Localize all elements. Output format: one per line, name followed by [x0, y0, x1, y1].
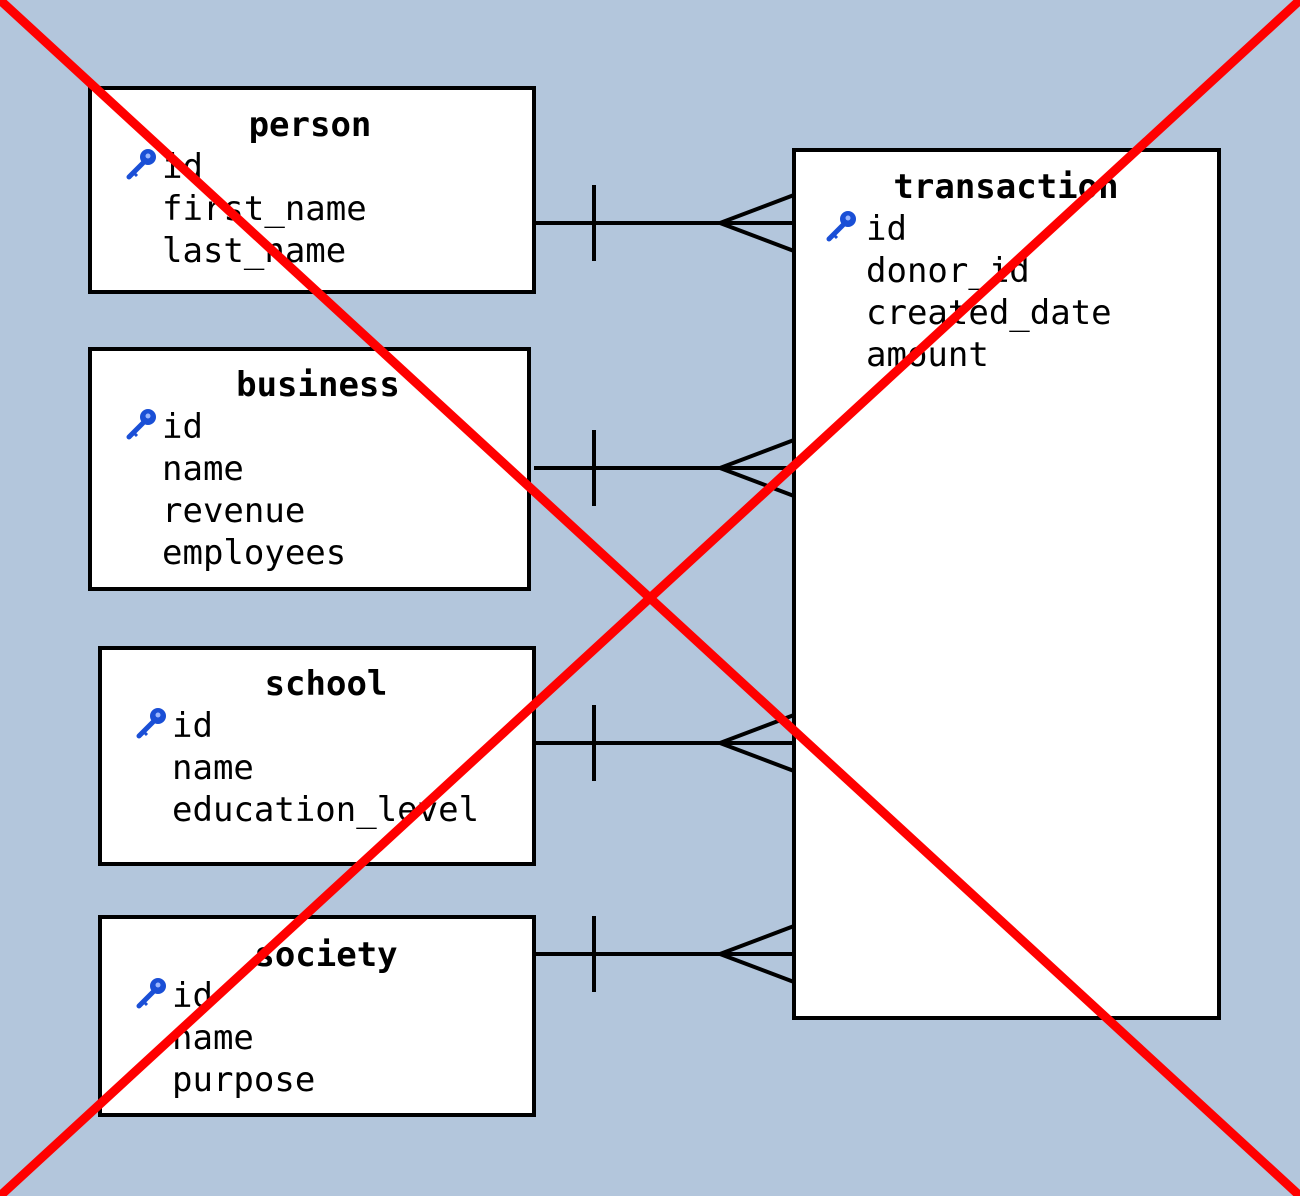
- table-box: [98, 646, 536, 866]
- field-name: purpose: [172, 1060, 315, 1100]
- relationship-business-transaction: [534, 430, 795, 506]
- field-row: revenue: [162, 491, 305, 531]
- key-icon: [136, 978, 166, 1009]
- field-name: employees: [162, 533, 346, 573]
- field-name: id: [866, 209, 907, 249]
- many-cardinality-crowfoot: [719, 924, 795, 984]
- field-name: created_date: [866, 293, 1112, 333]
- field-name: id: [162, 407, 203, 447]
- table-title: person: [249, 105, 372, 145]
- field-row: name: [172, 748, 254, 788]
- key-icon: [126, 149, 156, 180]
- field-name: name: [162, 449, 244, 489]
- field-name: name: [172, 748, 254, 788]
- relationship-person-transaction: [534, 185, 795, 261]
- key-icon: [136, 708, 166, 739]
- many-cardinality-crowfoot: [719, 438, 795, 498]
- key-icon: [826, 211, 856, 242]
- field-name: id: [172, 706, 213, 746]
- field-row: first_name: [162, 189, 367, 229]
- field-row: purpose: [172, 1060, 315, 1100]
- field-row: id: [826, 209, 907, 249]
- relationship-society-transaction: [534, 916, 795, 992]
- table-box: [98, 915, 536, 1117]
- field-row: employees: [162, 533, 346, 573]
- field-row: id: [136, 976, 213, 1016]
- field-row: created_date: [866, 293, 1112, 333]
- table-box: [88, 347, 531, 591]
- table-title: business: [236, 365, 400, 405]
- field-row: id: [126, 407, 203, 447]
- table-box: [88, 86, 536, 294]
- field-name: first_name: [162, 189, 367, 229]
- field-row: name: [162, 449, 244, 489]
- table-title: school: [265, 664, 388, 704]
- field-name: revenue: [162, 491, 305, 531]
- many-cardinality-crowfoot: [719, 193, 795, 253]
- table-box: [792, 148, 1221, 1020]
- key-icon: [126, 409, 156, 440]
- field-row: id: [136, 706, 213, 746]
